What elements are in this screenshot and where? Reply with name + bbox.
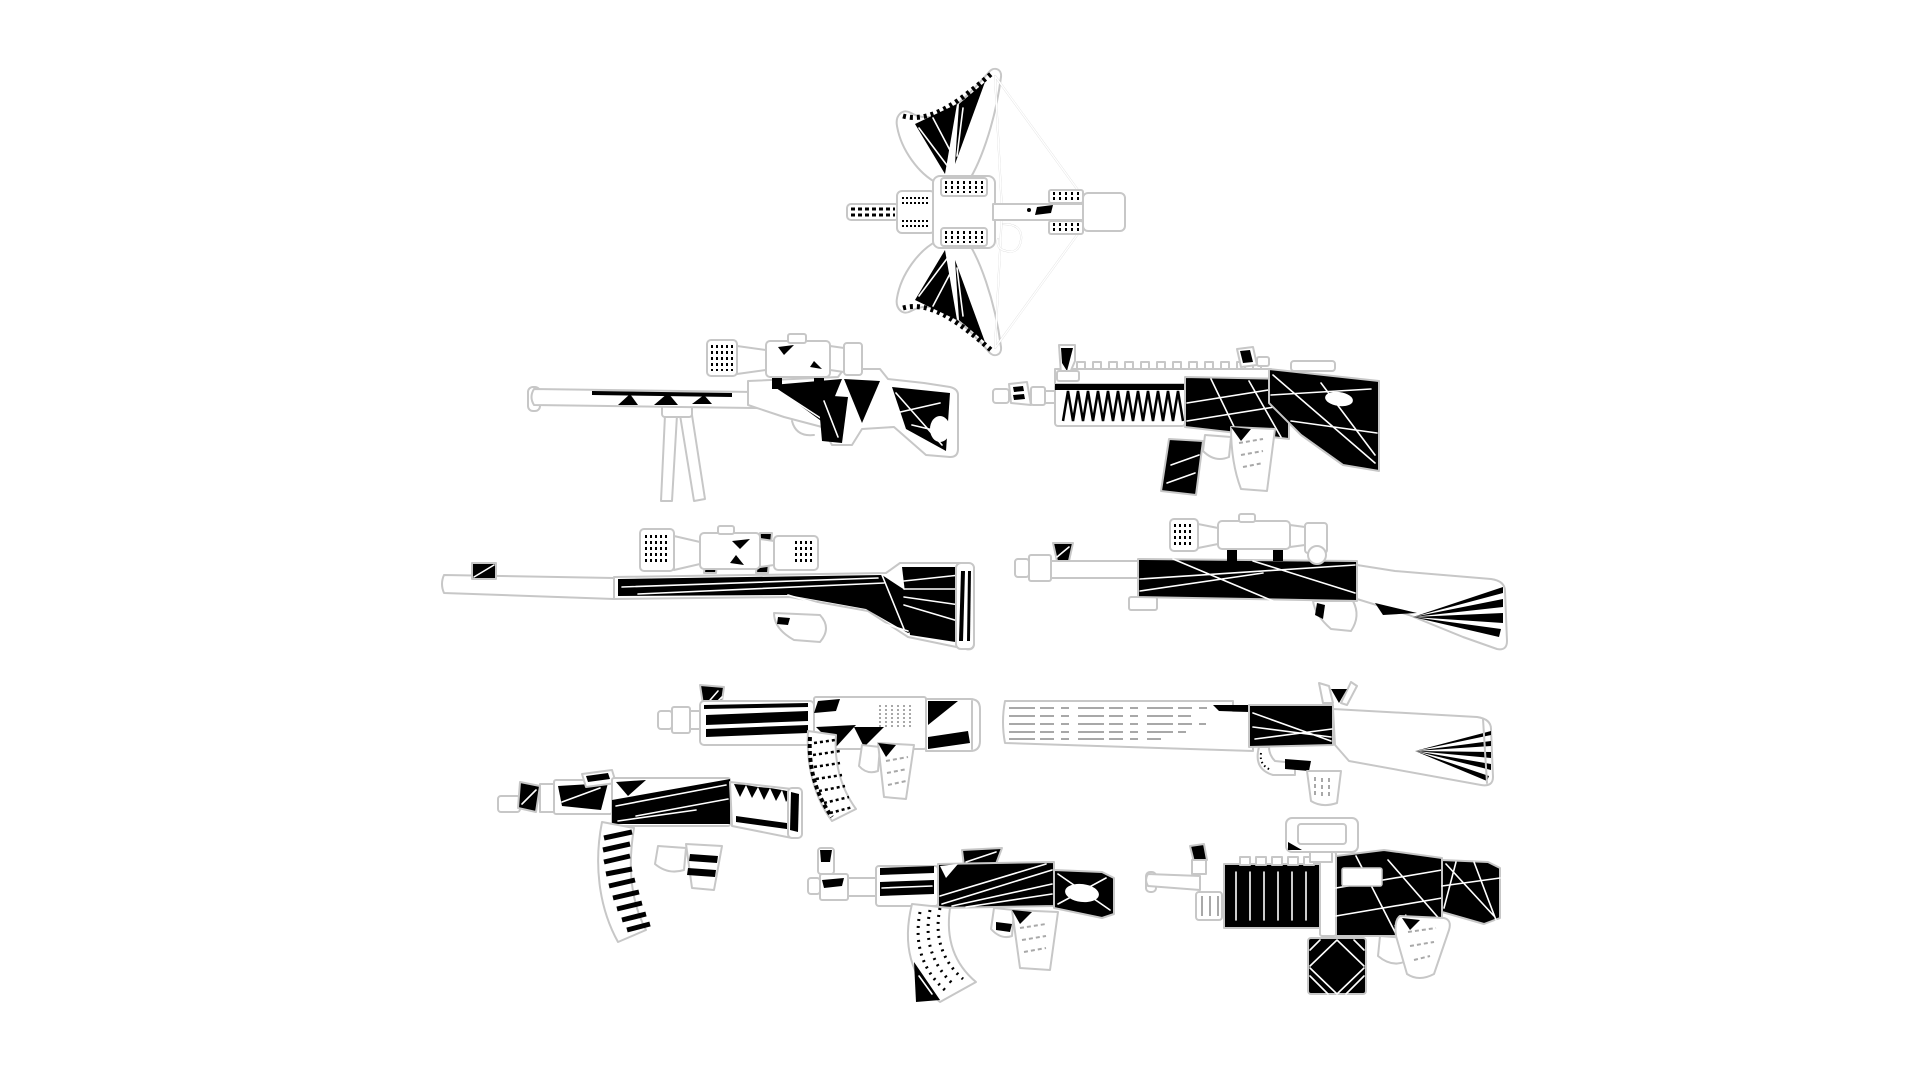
trigger-guard	[990, 907, 1015, 939]
rear-sight	[581, 769, 617, 788]
scope	[639, 525, 819, 574]
rifle-ak47-illustration	[807, 847, 1115, 1003]
rifle-scar-icon	[991, 343, 1387, 503]
rifle-ak47-icon	[806, 844, 1121, 1009]
rifle-dmr-icon	[1001, 681, 1501, 816]
trigger-guard	[654, 845, 687, 873]
barrel	[1145, 843, 1208, 893]
buttstock	[1441, 859, 1501, 925]
barrel	[441, 562, 615, 600]
optic	[1285, 817, 1359, 863]
rifle-scar-illustration	[992, 344, 1380, 496]
muzzle	[1014, 542, 1148, 582]
bipod	[660, 400, 706, 502]
receiver	[937, 861, 1055, 909]
magazine	[806, 730, 857, 822]
buttstock	[925, 698, 981, 752]
bipod-block	[1195, 891, 1223, 921]
trigger-guard	[1256, 746, 1311, 776]
crossbow-icon	[845, 52, 1135, 362]
rifle-aks-icon	[496, 766, 821, 956]
receiver	[611, 777, 731, 827]
carbine-galil-illustration	[657, 684, 981, 822]
muzzle	[992, 381, 1062, 406]
pistol-grip	[877, 742, 915, 800]
receiver-and-stock	[747, 368, 959, 458]
trigger-guard	[858, 744, 881, 774]
receiver	[1137, 558, 1358, 602]
handguard	[699, 700, 815, 746]
handguard	[1054, 383, 1186, 427]
lmg-box-icon	[1144, 816, 1509, 1001]
receiver	[1213, 704, 1334, 748]
bow-limbs	[895, 67, 1003, 357]
forend-step	[1128, 596, 1158, 611]
muzzle	[807, 873, 877, 901]
front-sight	[817, 847, 835, 875]
box-magazine	[1307, 937, 1367, 995]
rear-sight	[961, 847, 1003, 867]
sniper-awm-illustration	[527, 333, 959, 502]
buttstock	[1053, 869, 1115, 919]
crossbow-rail	[846, 175, 1126, 249]
sniper-awm-icon	[526, 333, 962, 508]
rifle-aks-illustration	[497, 769, 803, 943]
rifle-dmr-illustration	[1002, 681, 1494, 807]
scope	[1169, 513, 1328, 561]
skeleton-stock	[729, 781, 803, 839]
front-sight	[1056, 344, 1080, 382]
pistol-grip	[1011, 909, 1059, 971]
handguard	[875, 865, 939, 907]
rifle-m14-icon	[1013, 513, 1513, 658]
bolt-handle	[1307, 545, 1327, 565]
channel	[1319, 851, 1337, 937]
crossbow-illustration	[846, 67, 1126, 357]
rifle-bolt-icon	[438, 525, 978, 655]
rifle-bolt-illustration	[441, 525, 975, 651]
muzzle	[657, 706, 701, 734]
buttstock	[1356, 564, 1508, 651]
pistol-grip	[1394, 915, 1451, 979]
receiver	[1184, 376, 1290, 440]
pistol-grip	[1306, 770, 1342, 807]
magazine	[906, 903, 977, 1003]
trigger-guard	[1312, 600, 1358, 632]
pistol-grip	[685, 843, 723, 891]
barrel-body	[1002, 700, 1254, 752]
handguard	[1223, 856, 1321, 929]
magazine	[1160, 438, 1204, 496]
receiver	[1335, 849, 1443, 937]
lmg-box-illustration	[1145, 817, 1501, 995]
stock	[613, 562, 975, 651]
string-hook	[996, 223, 1023, 253]
carbine-galil-icon	[656, 681, 986, 826]
buttstock	[1332, 708, 1494, 787]
magazine	[597, 821, 651, 943]
muzzle	[497, 781, 557, 813]
pistol-grip	[1230, 426, 1276, 492]
buttstock	[1268, 360, 1380, 472]
trigger-guard	[1202, 434, 1232, 460]
scope	[706, 333, 863, 389]
rifle-m14-illustration	[1014, 513, 1508, 651]
rear-sight	[1318, 681, 1358, 706]
rear-sight	[1236, 346, 1270, 368]
